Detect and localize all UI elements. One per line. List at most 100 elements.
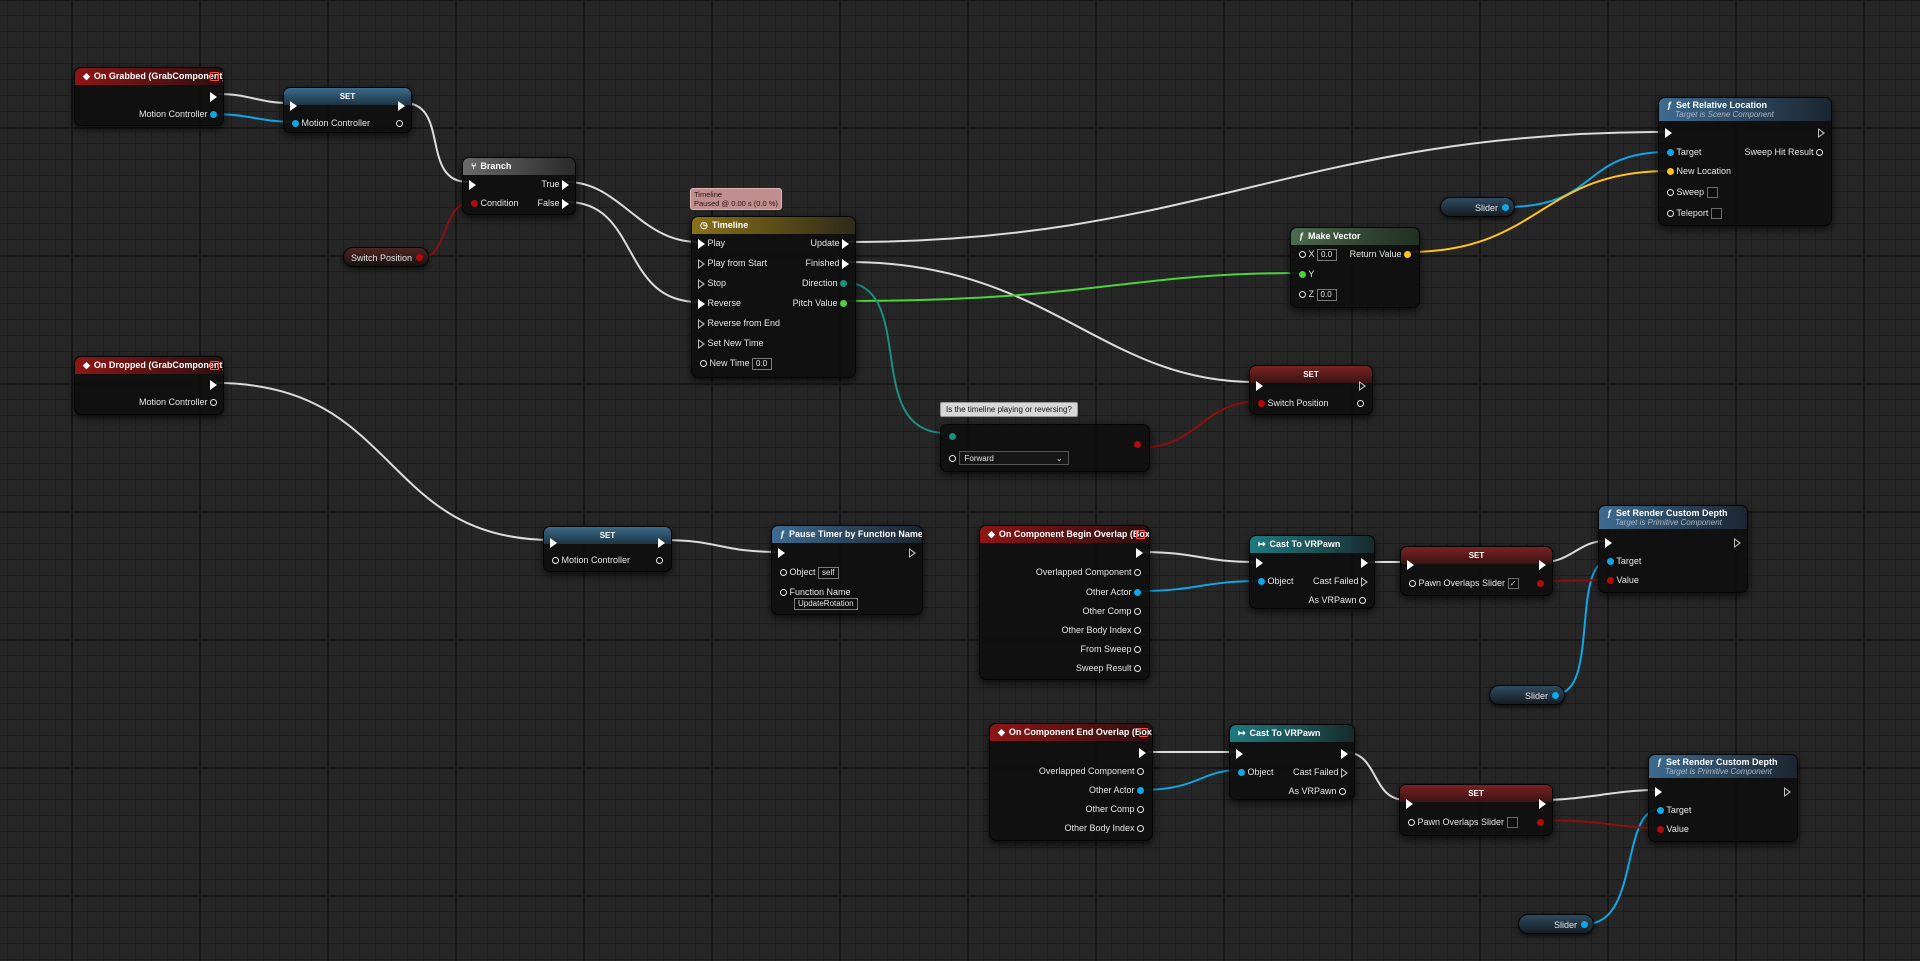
new-time-input[interactable]: 0.0 xyxy=(752,357,773,370)
exec-out-pin[interactable] xyxy=(1359,379,1366,391)
pin-pawn-overlaps-slider[interactable]: Pawn Overlaps Slider xyxy=(1408,816,1518,829)
pin-bool-out[interactable] xyxy=(1537,577,1544,589)
exec-in-pin[interactable] xyxy=(778,546,785,558)
function-name-field[interactable]: UpdateRotation xyxy=(794,597,858,610)
set-motion-controller-node[interactable]: SET Motion Controller xyxy=(283,87,412,133)
pin-reverse-from-end[interactable]: Reverse from End xyxy=(698,317,780,329)
teleport-checkbox[interactable] xyxy=(1710,208,1722,220)
slider-variable[interactable]: Slider xyxy=(1440,197,1515,217)
pin-other-comp[interactable]: Other Comp xyxy=(1085,803,1144,815)
pin-other-body-index[interactable]: Other Body Index xyxy=(1061,624,1141,636)
pin-cast-failed[interactable]: Cast Failed xyxy=(1313,575,1368,587)
pin-direction[interactable]: Direction xyxy=(802,277,847,289)
exec-out-pin[interactable] xyxy=(398,99,405,111)
pin-bool-out[interactable] xyxy=(1134,438,1141,450)
exec-out-pin[interactable] xyxy=(909,546,916,558)
set-switch-position-node[interactable]: SET Switch Position xyxy=(1249,365,1373,415)
pin-sweep[interactable]: Sweep xyxy=(1667,186,1718,199)
pin-direction-in[interactable] xyxy=(949,430,956,442)
pin-motion-controller[interactable]: Motion Controller xyxy=(552,554,630,566)
exec-in-pin[interactable] xyxy=(469,178,476,190)
overlaps-checkbox[interactable]: ✓ xyxy=(1507,578,1519,590)
set-pawn-overlaps-node[interactable]: SET Pawn Overlaps Slider xyxy=(1399,784,1553,836)
pin-condition[interactable]: Condition xyxy=(471,197,519,209)
pin-reverse[interactable]: Reverse xyxy=(698,297,741,309)
pin-stop[interactable]: Stop xyxy=(698,277,726,289)
object-input[interactable]: self xyxy=(818,566,839,579)
pin-target[interactable]: Target xyxy=(1667,146,1701,158)
z-input[interactable]: 0.0 xyxy=(1316,288,1337,301)
pin-sweep-result[interactable]: Sweep Result xyxy=(1076,662,1141,674)
x-input[interactable]: 0.0 xyxy=(1317,248,1338,261)
exec-out-pin[interactable] xyxy=(1341,747,1348,759)
pin-object[interactable]: Object self xyxy=(780,566,839,579)
event-node-on-grabbed[interactable]: ◆On Grabbed (GrabComponent) Motion Contr… xyxy=(74,67,224,126)
pin-as-vrpawn[interactable]: As VRPawn xyxy=(1308,594,1366,606)
event-node-on-dropped[interactable]: ◆On Dropped (GrabComponent) Motion Contr… xyxy=(74,356,224,415)
exec-in-pin[interactable] xyxy=(1256,556,1263,568)
pin-switch-position-out[interactable] xyxy=(1357,397,1364,409)
event-node-end-overlap[interactable]: ◆On Component End Overlap (Box) Overlapp… xyxy=(989,723,1153,841)
exec-out-pin[interactable] xyxy=(1139,746,1146,758)
pin-x[interactable]: X 0.0 xyxy=(1299,248,1338,261)
pin-other-actor[interactable]: Other Actor xyxy=(1086,586,1141,598)
pin-teleport[interactable]: Teleport xyxy=(1667,207,1722,220)
pin-overlapped-component[interactable]: Overlapped Component xyxy=(1036,566,1141,578)
pin-motion-controller-out[interactable] xyxy=(396,117,403,129)
exec-in-pin[interactable] xyxy=(1655,785,1662,797)
exec-out-pin[interactable] xyxy=(658,536,665,548)
pin-other-body-index[interactable]: Other Body Index xyxy=(1064,822,1144,834)
pin-switch-position[interactable]: Switch Position xyxy=(1258,397,1329,409)
exec-out-pin[interactable] xyxy=(210,90,217,102)
pin-new-time[interactable]: New Time 0.0 xyxy=(700,357,773,370)
direction-dropdown[interactable]: Forward⌄ xyxy=(958,451,1069,465)
overlaps-checkbox[interactable] xyxy=(1506,817,1518,829)
exec-in-pin[interactable] xyxy=(1406,797,1413,809)
pin-false[interactable]: False xyxy=(537,197,569,209)
exec-out-pin[interactable] xyxy=(1818,126,1825,138)
pin-motion-controller[interactable]: Motion Controller xyxy=(292,117,370,129)
exec-out-pin[interactable] xyxy=(1539,558,1546,570)
pin-value[interactable]: Value xyxy=(1607,574,1639,586)
pin-motion-controller-out[interactable] xyxy=(656,554,663,566)
set-pawn-overlaps-node[interactable]: SET Pawn Overlaps Slider ✓ xyxy=(1400,546,1553,596)
exec-in-pin[interactable] xyxy=(1665,126,1672,138)
direction-switch-node[interactable]: Forward⌄ xyxy=(940,424,1150,472)
pin-other-comp[interactable]: Other Comp xyxy=(1082,605,1141,617)
pin-true[interactable]: True xyxy=(541,178,569,190)
exec-out-pin[interactable] xyxy=(1136,546,1143,558)
event-node-begin-overlap[interactable]: ◆On Component Begin Overlap (Box) Overla… xyxy=(979,525,1150,680)
exec-in-pin[interactable] xyxy=(550,536,557,548)
timeline-node[interactable]: ◷Timeline Play Play from Start Stop Reve… xyxy=(691,216,856,378)
pin-pitch-value[interactable]: Pitch Value xyxy=(793,297,847,309)
pin-as-vrpawn[interactable]: As VRPawn xyxy=(1288,785,1346,797)
slider-variable[interactable]: Slider xyxy=(1489,685,1565,705)
pin-new-location[interactable]: New Location xyxy=(1667,165,1731,177)
exec-out-pin[interactable] xyxy=(1784,785,1791,797)
pin-pawn-overlaps-slider[interactable]: Pawn Overlaps Slider ✓ xyxy=(1409,577,1519,590)
pin-from-sweep[interactable]: From Sweep xyxy=(1080,643,1141,655)
pin-sweep-hit-result[interactable]: Sweep Hit Result xyxy=(1744,146,1823,158)
pin-motion-controller[interactable]: Motion Controller xyxy=(139,108,217,120)
switch-position-variable[interactable]: Switch Position xyxy=(343,247,429,267)
exec-out-pin[interactable] xyxy=(1361,556,1368,568)
cast-to-vrpawn-node[interactable]: ↦Cast To VRPawn Object Cast Failed As VR… xyxy=(1249,535,1375,609)
pin-target[interactable]: Target xyxy=(1607,555,1641,567)
exec-in-pin[interactable] xyxy=(290,99,297,111)
pin-object[interactable]: Object xyxy=(1238,766,1274,778)
pin-play[interactable]: Play xyxy=(698,237,725,249)
pin-y[interactable]: Y xyxy=(1299,268,1314,280)
cast-to-vrpawn-node[interactable]: ↦Cast To VRPawn Object Cast Failed As VR… xyxy=(1229,724,1355,800)
exec-in-pin[interactable] xyxy=(1605,536,1612,548)
exec-in-pin[interactable] xyxy=(1407,558,1414,570)
pin-cast-failed[interactable]: Cast Failed xyxy=(1293,766,1348,778)
exec-out-pin[interactable] xyxy=(210,378,217,390)
pin-other-actor[interactable]: Other Actor xyxy=(1089,784,1144,796)
pin-object[interactable]: Object xyxy=(1258,575,1294,587)
branch-node[interactable]: ⑂Branch True Condition False xyxy=(462,157,576,215)
pin-update[interactable]: Update xyxy=(810,237,849,249)
exec-out-pin[interactable] xyxy=(1539,797,1546,809)
